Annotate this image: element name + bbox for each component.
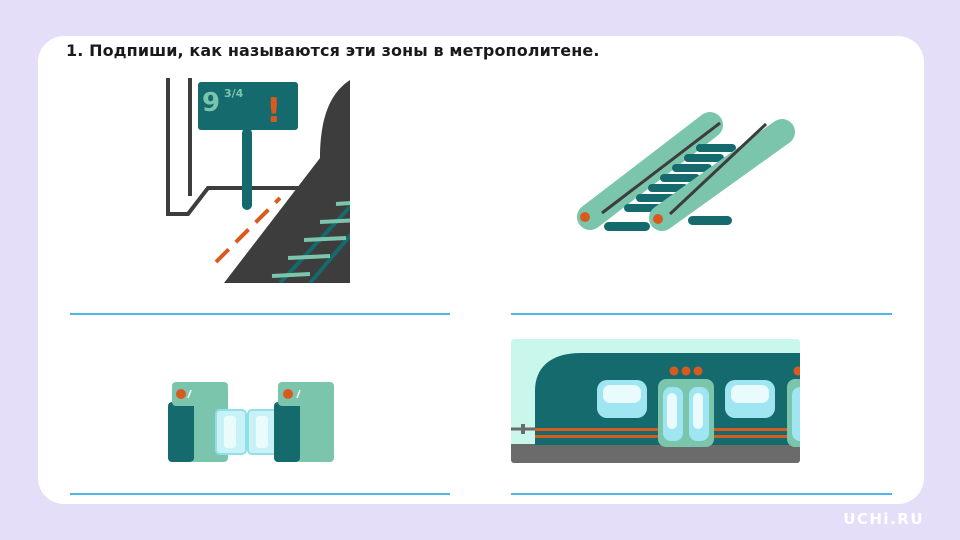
sign-pole: [242, 128, 252, 210]
escalator-light: [580, 212, 590, 222]
answer-line-train[interactable]: [511, 493, 892, 495]
turnstile-light: [176, 389, 186, 399]
answer-line-escalator[interactable]: [511, 313, 892, 315]
platform-sign: [198, 82, 298, 130]
answer-line-platform[interactable]: [70, 313, 450, 315]
sign-number: 9: [202, 88, 220, 118]
answer-line-turnstiles[interactable]: [70, 493, 450, 495]
platform-illustration: 9 3/4 !: [166, 78, 350, 283]
escalator-light: [653, 214, 663, 224]
sign-exclamation: !: [266, 91, 282, 131]
escalator-illustration: [577, 112, 795, 231]
track-ground: [511, 444, 800, 463]
turnstile-light: [283, 389, 293, 399]
train-illustration: [511, 339, 800, 463]
rails: [271, 194, 350, 283]
turnstiles-illustration: [168, 382, 334, 462]
platform-edge-line: [214, 196, 282, 264]
uchi-logo: UCHi.RU: [843, 510, 924, 528]
sign-fraction: 3/4: [224, 87, 244, 100]
task-title: 1. Подпиши, как называются эти зоны в ме…: [66, 41, 600, 60]
track-bed: [224, 80, 350, 283]
